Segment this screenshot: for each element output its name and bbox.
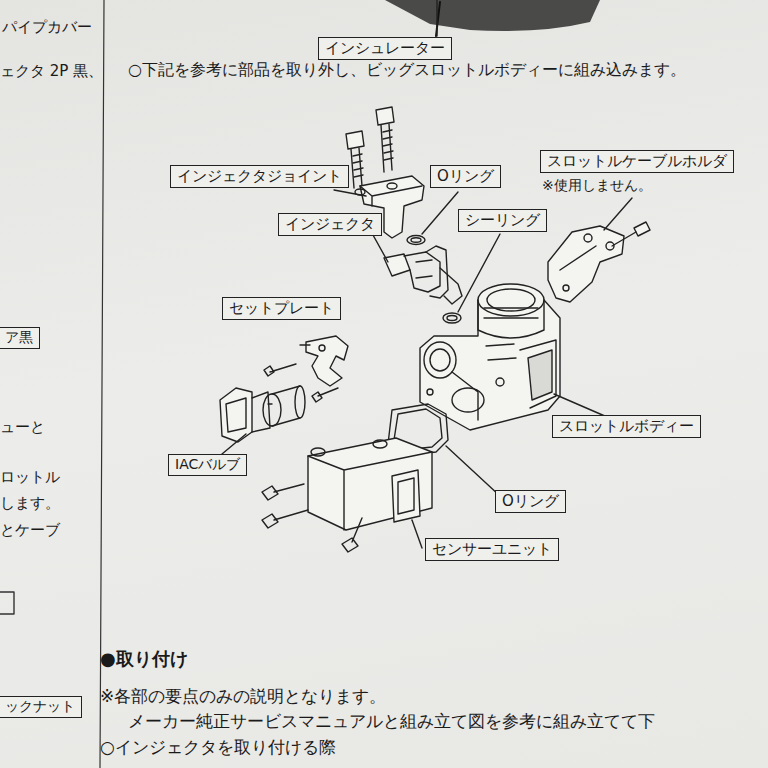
part-label-box: スロットルボディー (552, 415, 701, 438)
label-text: ェクタ 2P 黒、 (0, 62, 103, 80)
label-text: ロットル (0, 468, 60, 486)
part-name: スロットルボディー (559, 417, 694, 435)
part-name: スロットルケーブルホルダ (547, 152, 727, 170)
instruction-text: メーカー純正サービスマニュアルと組み立て図を参考に組み立てて下 (128, 711, 655, 732)
label-text: ※使用しません。 (542, 177, 652, 193)
fragment-text: します。 (0, 494, 60, 513)
part-name: シーリング (465, 211, 540, 229)
label-text: ○インジェクタを取り付ける際 (100, 737, 336, 757)
part-label-box: IACバルブ (168, 454, 247, 476)
part-label-box: シーリング (458, 209, 547, 232)
part-name: ア黒 (5, 329, 33, 345)
part-name: Oリング (502, 492, 559, 510)
fragment-text: ューと (0, 418, 45, 437)
part-label-box: Oリング (495, 490, 566, 513)
part-name: Oリング (437, 167, 494, 185)
label-text: ○下記を参考に部品を取り外し、ビッグスロットルボディーに組み込みます。 (128, 60, 686, 79)
part-label-box: インシュレーター (318, 37, 452, 60)
part-label-box: スロットルケーブルホルダ (540, 150, 734, 173)
note-text: ※使用しません。 (542, 177, 652, 195)
part-name: IACバルブ (175, 456, 240, 472)
fragment-text: ロットル (0, 468, 60, 487)
label-text: ューと (0, 418, 45, 436)
part-label-box: セットプレート (222, 297, 341, 320)
part-name: インジェクタジョイント (177, 167, 342, 185)
part-label-box: ア黒 (0, 327, 40, 349)
instruction-text: ○インジェクタを取り付ける際 (100, 737, 336, 758)
instruction-text: ○下記を参考に部品を取り外し、ビッグスロットルボディーに組み込みます。 (128, 60, 686, 80)
section-heading: ●取り付け (100, 648, 188, 671)
fragment-text: パイプカバー (2, 18, 92, 37)
part-name: インシュレーター (325, 39, 445, 57)
label-text: ●取り付け (100, 648, 188, 669)
label-text: メーカー純正サービスマニュアルと組み立て図を参考に組み立てて下 (128, 711, 655, 731)
label-text: とケーブ (0, 521, 60, 539)
part-name: ックナット (5, 698, 75, 714)
part-label-box: インジェクタ (278, 213, 382, 236)
label-text: ※各部の要点のみの説明となります。 (100, 686, 386, 706)
part-name: インジェクタ (285, 215, 375, 233)
fragment-text: とケーブ (0, 521, 60, 540)
part-label-box: Oリング (430, 165, 501, 188)
instruction-text: ※各部の要点のみの説明となります。 (100, 686, 386, 707)
part-label-box: ックナット (0, 696, 82, 718)
part-name: セットプレート (229, 299, 334, 317)
part-name: センサーユニット (432, 540, 552, 558)
part-label-box: インジェクタジョイント (170, 165, 349, 188)
fragment-text: ェクタ 2P 黒、 (0, 62, 103, 81)
label-text: パイプカバー (2, 18, 92, 36)
part-label-box: センサーユニット (425, 538, 559, 561)
label-text: します。 (0, 494, 60, 512)
